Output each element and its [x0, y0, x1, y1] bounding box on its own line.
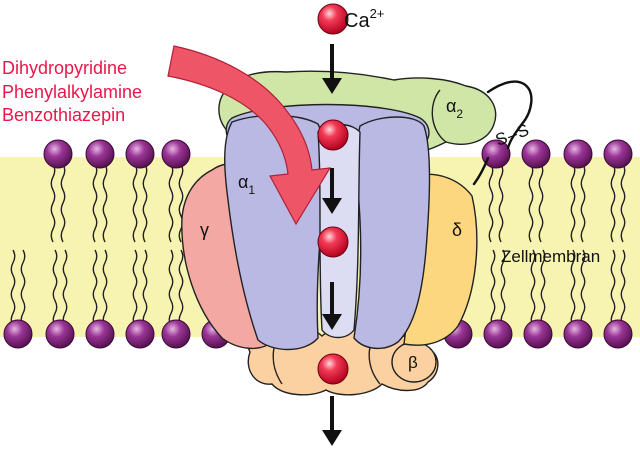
lipid-tail — [498, 163, 504, 243]
lipid-head — [125, 319, 155, 349]
flow-arrow — [322, 168, 342, 214]
lipid-tail — [580, 163, 586, 243]
lipid-head — [523, 319, 553, 349]
lipid-tail — [102, 249, 108, 327]
lipid-head — [483, 319, 513, 349]
lipid-tail — [570, 163, 576, 243]
lipid-tail — [528, 163, 534, 243]
calcium-ions — [317, 3, 349, 385]
lipid-head — [45, 319, 75, 349]
lipid-tail — [168, 249, 174, 327]
lipid-tail — [580, 249, 586, 327]
lipid-tail — [62, 249, 68, 327]
lipid-head — [125, 139, 155, 169]
lipid-head — [521, 139, 551, 169]
calcium-ion — [317, 353, 349, 385]
lipid-tail — [60, 163, 66, 243]
lipid-head — [85, 139, 115, 169]
lipid-tail — [538, 163, 544, 243]
calcium-flow-arrows — [322, 44, 342, 446]
membrane-label: Zellmembran — [501, 247, 600, 266]
lipid-tail — [620, 249, 626, 327]
lipid-tail — [102, 163, 108, 243]
drug-label-dihydropyridine: Dihydropyridine — [2, 58, 127, 78]
flow-arrow — [322, 396, 342, 446]
lipid-tail — [178, 163, 184, 243]
lipid-tail — [490, 249, 496, 327]
lipid-head — [85, 319, 115, 349]
lipid-tail — [142, 249, 148, 327]
lipid-tail — [488, 163, 494, 243]
flow-arrow — [322, 44, 342, 94]
lipid-tail — [178, 249, 184, 327]
lipid-head — [43, 139, 73, 169]
calcium-ion — [317, 119, 349, 151]
lipid-head — [603, 139, 633, 169]
lipid-tail — [132, 249, 138, 327]
lipid-tail — [92, 163, 98, 243]
lipid-head — [3, 319, 33, 349]
lipid-tails — [10, 163, 626, 327]
calcium-ion — [317, 3, 349, 35]
lipid-tail — [50, 163, 56, 243]
alpha2-label: α2 — [446, 96, 463, 121]
lipid-head — [161, 319, 191, 349]
lipid-head — [563, 319, 593, 349]
beta-label: β — [408, 353, 418, 372]
lipid-tail — [132, 163, 138, 243]
alpha1-label: α1 — [238, 172, 255, 197]
lipid-head — [161, 139, 191, 169]
lipid-head — [481, 139, 511, 169]
lipid-tail — [530, 249, 536, 327]
gamma-label: γ — [200, 220, 209, 240]
lipid-tail — [20, 249, 26, 327]
lipid-tail — [10, 249, 16, 327]
lipid-head — [603, 319, 633, 349]
alpha2-lobe-outline — [431, 89, 447, 143]
lipid-tail — [500, 249, 506, 327]
lipid-tail — [142, 163, 148, 243]
drug-label-phenylalkylamine: Phenylalkylamine — [2, 82, 142, 102]
lipid-tail — [610, 163, 616, 243]
delta-label: δ — [452, 220, 462, 240]
lipid-tail — [620, 163, 626, 243]
disulfide-bridge — [472, 80, 533, 186]
drug-label-benzothiazepin: Benzothiazepin — [2, 105, 125, 125]
flow-arrow — [322, 282, 342, 330]
lipid-tail — [168, 163, 174, 243]
lipid-tail — [92, 249, 98, 327]
lipid-tail — [52, 249, 58, 327]
lipid-head — [563, 139, 593, 169]
lipid-tail — [610, 249, 616, 327]
lipid-tail — [540, 249, 546, 327]
lipid-tail — [570, 249, 576, 327]
calcium-ion — [317, 226, 349, 258]
ion-label: Ca2+ — [344, 6, 384, 32]
drug-binding-arrow — [167, 45, 332, 226]
